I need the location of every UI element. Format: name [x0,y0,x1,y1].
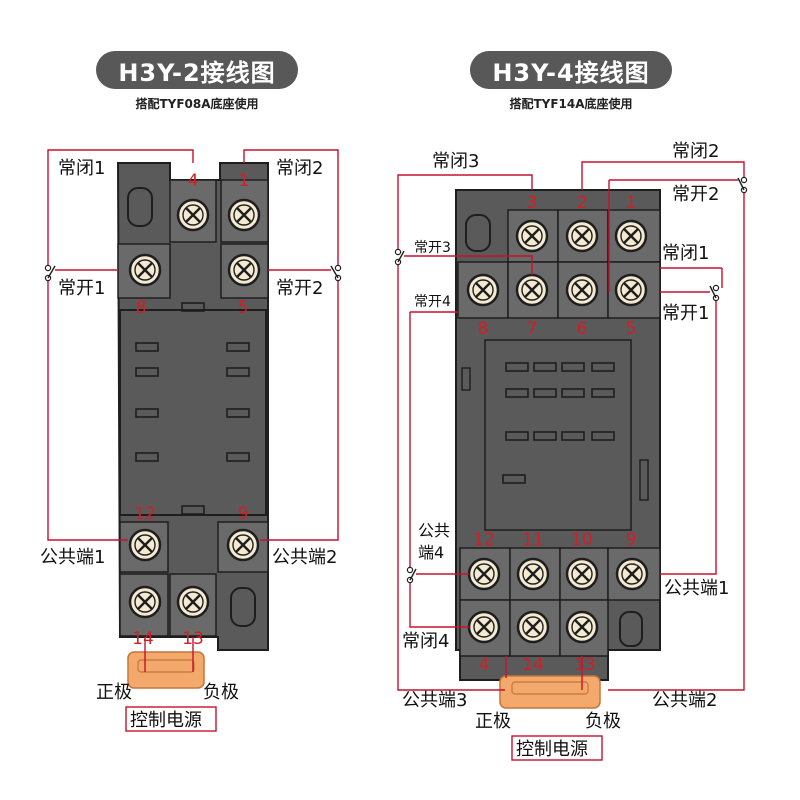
right-screw-9 [615,557,649,591]
right-pin-12: 12 [473,530,495,550]
left-screw-5 [227,253,261,287]
left-relay-base [116,162,269,651]
right-pin-9: 9 [626,530,637,550]
left-pin-5: 5 [238,298,249,318]
right-label-no4: 常开4 [414,294,451,310]
right-screw-14 [516,610,550,644]
right-screw-3 [515,219,549,253]
left-label-no1: 常开1 [58,278,105,299]
left-screw-12 [128,528,162,562]
right-label-com1: 公共端1 [664,578,729,599]
left-title-text: H3Y-2接线图 [118,58,276,87]
right-relay-base [455,189,661,681]
right-label-no3: 常开3 [414,240,451,256]
left-wires [47,149,339,732]
left-label-no2: 常开2 [276,278,323,299]
right-screw-11 [516,557,550,591]
right-title-text: H3Y-4接线图 [492,58,650,87]
right-screw-6 [565,273,599,307]
right-power-plug [499,675,601,709]
right-subtitle: 搭配TYF14A底座使用 [509,97,633,111]
left-pin-14: 14 [132,629,154,649]
left-screw-9 [226,528,260,562]
right-label-pos: 正极 [475,711,511,732]
left-screw-1 [227,198,261,232]
right-pin-3: 3 [527,193,538,213]
right-screw-5 [614,273,648,307]
right-pin-7: 7 [527,319,538,339]
right-pin-13: 13 [574,655,596,675]
right-screw-13 [565,610,599,644]
right-screw-2 [565,219,599,253]
right-screw-4 [467,610,501,644]
left-switch-contacts [44,264,342,282]
left-label-pos: 正极 [96,682,132,703]
right-pin-5: 5 [626,319,637,339]
right-label-nc1: 常闭1 [662,243,709,264]
right-pin-2: 2 [577,193,588,213]
right-label-nc2: 常闭2 [672,141,719,162]
left-pin-1: 1 [239,171,250,191]
right-screw-1 [614,219,648,253]
right-pin-14: 14 [522,655,544,675]
left-pin-8: 8 [136,298,147,318]
right-label-nc3: 常闭3 [432,151,479,172]
left-screw-8 [128,253,162,287]
left-label-ctrl: 控制电源 [130,710,202,731]
right-pin-1: 1 [626,193,637,213]
right-wires [397,161,745,761]
left-power-plug [127,651,205,689]
left-label-neg: 负极 [203,682,239,703]
right-label-com4-line1: 公共 [418,521,450,540]
left-pin-13: 13 [182,629,204,649]
right-screw-8 [466,273,500,307]
right-pin-10: 10 [571,530,593,550]
left-screw-13 [176,585,210,619]
left-label-nc2: 常闭2 [276,158,323,179]
right-label-ctrl: 控制电源 [516,739,588,760]
right-label-no2: 常开2 [672,184,719,205]
left-pin-4: 4 [188,171,199,191]
right-pin-11: 11 [522,530,544,550]
right-title: H3Y-4接线图 [470,51,672,89]
left-label-com1: 公共端1 [40,547,105,568]
right-label-com2: 公共端2 [652,690,717,711]
right-pin-6: 6 [577,319,588,339]
left-screw-14 [128,585,162,619]
left-pin-9: 9 [238,504,249,524]
right-screw-7 [515,273,549,307]
right-pin-4: 4 [479,655,490,675]
right-pin-8: 8 [478,319,489,339]
left-pin-12: 12 [134,504,156,524]
right-label-com3: 公共端3 [402,690,467,711]
left-screw-4 [176,198,210,232]
right-label-nc4: 常闭4 [402,631,449,652]
right-label-neg: 负极 [585,711,621,732]
right-label-com4-line2: 端4 [418,543,444,562]
left-label-com2: 公共端2 [272,547,337,568]
left-label-nc1: 常闭1 [58,158,105,179]
right-screw-10 [565,557,599,591]
right-switch-contacts [394,176,748,584]
right-label-no1: 常开1 [662,303,709,324]
right-screw-12 [467,557,501,591]
left-subtitle: 搭配TYF08A底座使用 [135,97,259,111]
left-title: H3Y-2接线图 [96,51,298,89]
